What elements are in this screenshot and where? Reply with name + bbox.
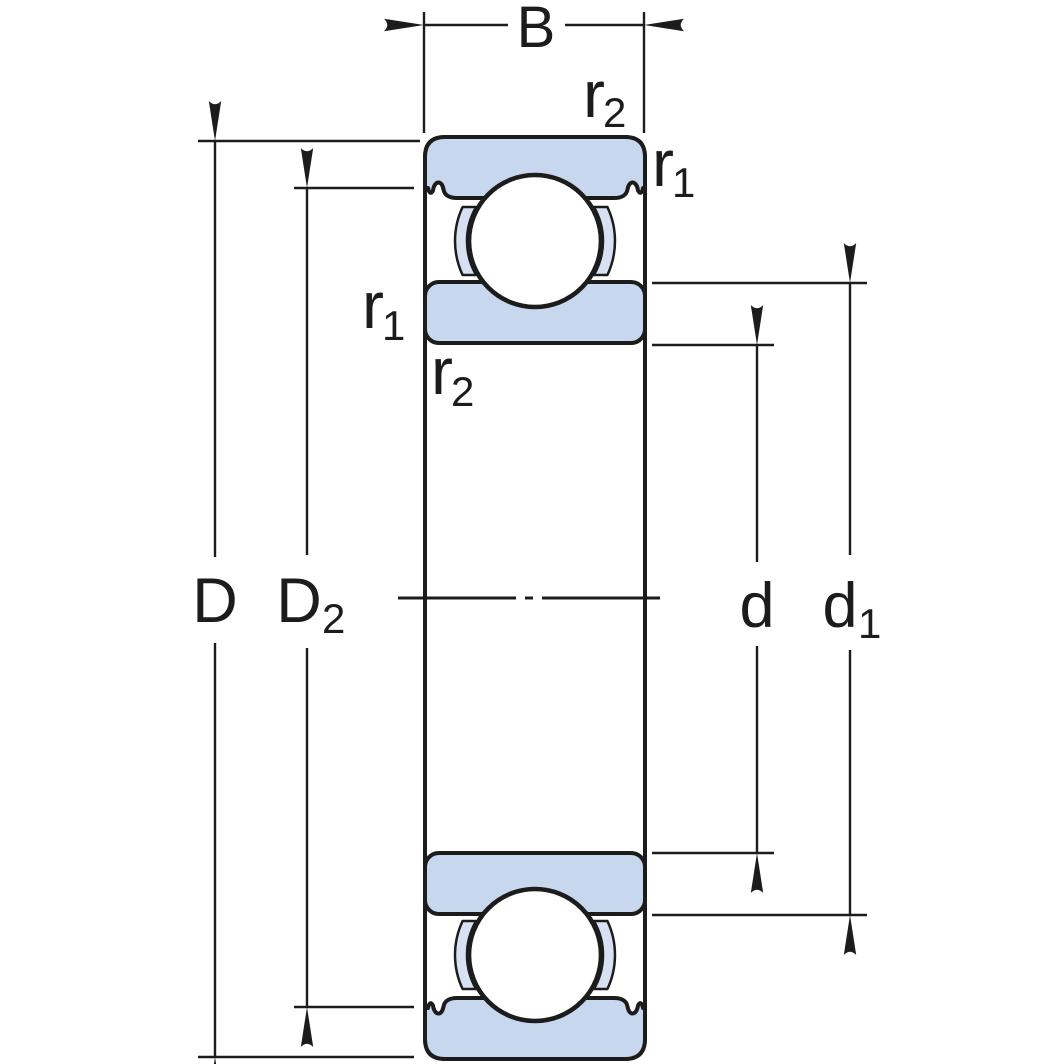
arrowhead-up-icon (750, 305, 764, 345)
label-B: B (517, 0, 556, 60)
dimension-D2: D 2 (276, 148, 414, 1047)
label-r2-top-main: r (583, 57, 605, 131)
arrowhead-down-icon (300, 1007, 314, 1047)
top-bearing-section (423, 135, 647, 345)
arrowhead-down-icon (843, 915, 857, 955)
label-D2-main: D (276, 566, 322, 636)
label-r1-left: r 1 (362, 268, 405, 349)
label-d1-sub: 1 (858, 600, 881, 647)
bottom-bearing-section (425, 853, 645, 1059)
dimension-D: D (192, 101, 420, 1064)
label-r2-left: r 2 (431, 334, 474, 415)
label-r1-top-right: r 1 (652, 126, 695, 206)
arrowhead-left-icon (384, 18, 424, 32)
arrowhead-up-icon (300, 148, 314, 188)
label-r2-left-sub: 2 (451, 368, 474, 415)
label-r2-top: r 2 (583, 57, 626, 136)
label-d1-main: d (822, 571, 857, 641)
dimension-d: d (652, 305, 775, 893)
label-D2-sub: 2 (322, 595, 345, 642)
outer-ring-top-section (423, 135, 647, 200)
label-r1-left-sub: 1 (382, 302, 405, 349)
arrowhead-up-icon (208, 101, 222, 141)
label-r1-top-sub: 1 (672, 159, 695, 206)
label-d: d (739, 571, 774, 641)
label-r1-left-main: r (362, 268, 384, 342)
label-D: D (192, 566, 238, 636)
label-r2-top-sub: 2 (603, 89, 626, 136)
dimension-B: B (384, 0, 684, 133)
label-r1-top-main: r (652, 126, 674, 200)
dimension-d1: d 1 (652, 243, 881, 955)
arrowhead-up-icon (843, 243, 857, 283)
arrowhead-right-icon (644, 18, 684, 32)
label-r2-left-main: r (431, 334, 453, 408)
arrowhead-down-icon (750, 853, 764, 893)
ball-top (466, 172, 604, 310)
